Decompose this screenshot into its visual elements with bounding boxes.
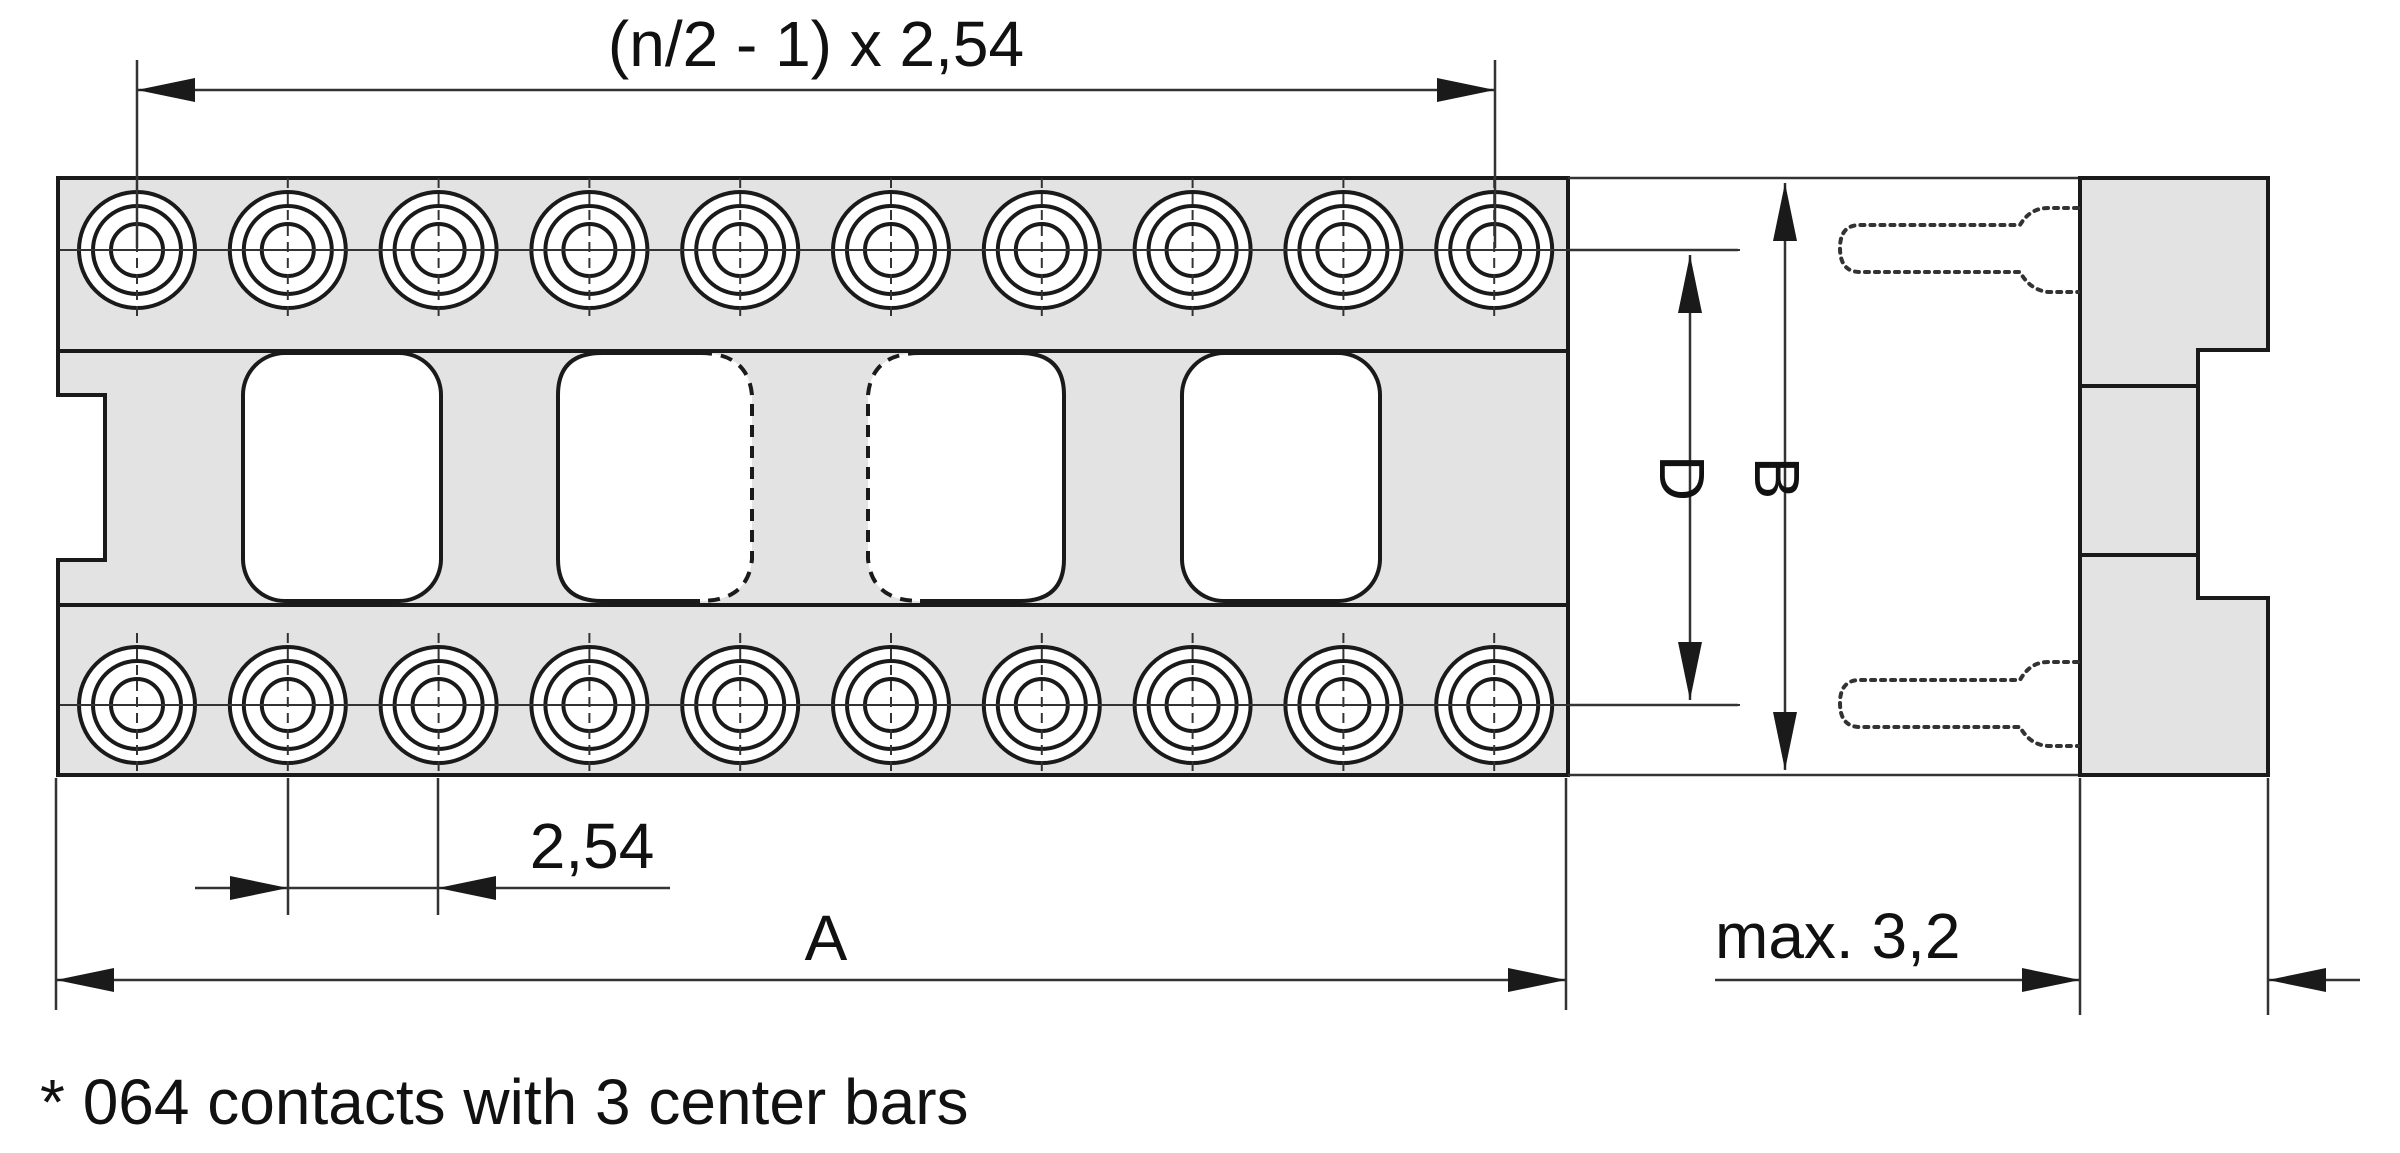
dimension-lines [54, 60, 2360, 1015]
bottom-pin-contact [969, 633, 1114, 777]
center-window-2 [556, 351, 754, 603]
bottom-pin-contact [819, 633, 963, 777]
center-window-3 [866, 351, 1066, 603]
top-pin-contact [819, 178, 963, 322]
bottom-pin-contact [1422, 633, 1567, 777]
bottom-pin-contact [215, 633, 360, 777]
top-pin-row [60, 178, 1740, 322]
pitch-span-label: (n/2 - 1) x 2,54 [608, 8, 1024, 80]
bottom-pin-contact [517, 633, 662, 777]
dimension-b-label: B [1741, 457, 1813, 500]
top-pin-contact [1120, 178, 1265, 322]
footnote: * 064 contacts with 3 center bars [40, 1066, 969, 1138]
side-body [2078, 176, 2270, 777]
center-window-4 [1180, 351, 1382, 603]
top-pin-contact [517, 178, 662, 322]
bottom-pin-contact [1120, 633, 1265, 777]
top-pin-contact [668, 178, 813, 322]
max-height-label: max. 3,2 [1715, 900, 1960, 972]
bottom-pin-contact [366, 633, 511, 777]
top-pin-contact [969, 178, 1114, 322]
top-pin-contact [366, 178, 511, 322]
bottom-pin-contact [668, 633, 813, 777]
pitch-label: 2,54 [530, 810, 655, 882]
dimension-d-label: D [1646, 455, 1718, 501]
hidden-pin-bottom [1837, 660, 2080, 748]
socket-top-view [56, 176, 1740, 777]
bottom-pin-contact [65, 633, 209, 777]
socket-side-view [1837, 176, 2270, 777]
dimension-a-label: A [805, 902, 848, 974]
bottom-pin-row [60, 633, 1740, 777]
hidden-pin-top [1837, 206, 2080, 294]
bottom-pin-contact [1271, 633, 1416, 777]
top-pin-contact [215, 178, 360, 322]
center-window-1 [241, 351, 443, 603]
dimension-arrowheads [56, 78, 2326, 992]
top-pin-contact [1271, 178, 1416, 322]
